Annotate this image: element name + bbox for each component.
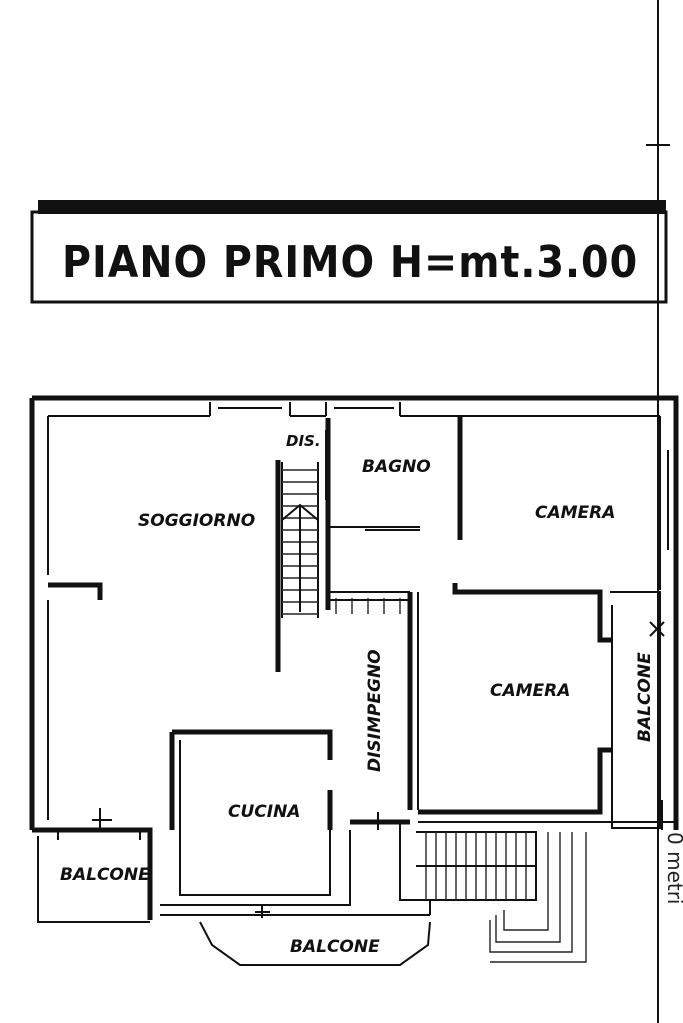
internal-stairs xyxy=(281,462,401,618)
bottom-balcony-outline xyxy=(199,921,431,966)
external-stairs xyxy=(416,831,587,963)
room-label-bagno: BAGNO xyxy=(362,457,431,477)
outer-walls xyxy=(29,395,679,830)
room-label-balcone-right: BALCONE xyxy=(635,652,655,742)
title-box: PIANO PRIMO H=mt.3.00 xyxy=(30,200,668,304)
room-label-cucina: CUCINA xyxy=(228,802,300,822)
interior-walls xyxy=(32,416,676,923)
room-label-camera-1: CAMERA xyxy=(535,503,615,523)
room-label-dis: DIS. xyxy=(286,432,321,450)
door-marks xyxy=(92,621,665,918)
page-title: PIANO PRIMO H=mt.3.00 xyxy=(62,237,638,288)
room-label-balcone-left: BALCONE xyxy=(60,865,150,885)
room-label-camera-2: CAMERA xyxy=(490,681,570,701)
room-label-soggiorno: SOGGIORNO xyxy=(138,511,255,531)
room-label-disimpegno: DISIMPEGNO xyxy=(365,649,385,772)
room-label-balcone-bottom: BALCONE xyxy=(290,937,380,957)
side-note: 0 metri xyxy=(663,832,683,905)
